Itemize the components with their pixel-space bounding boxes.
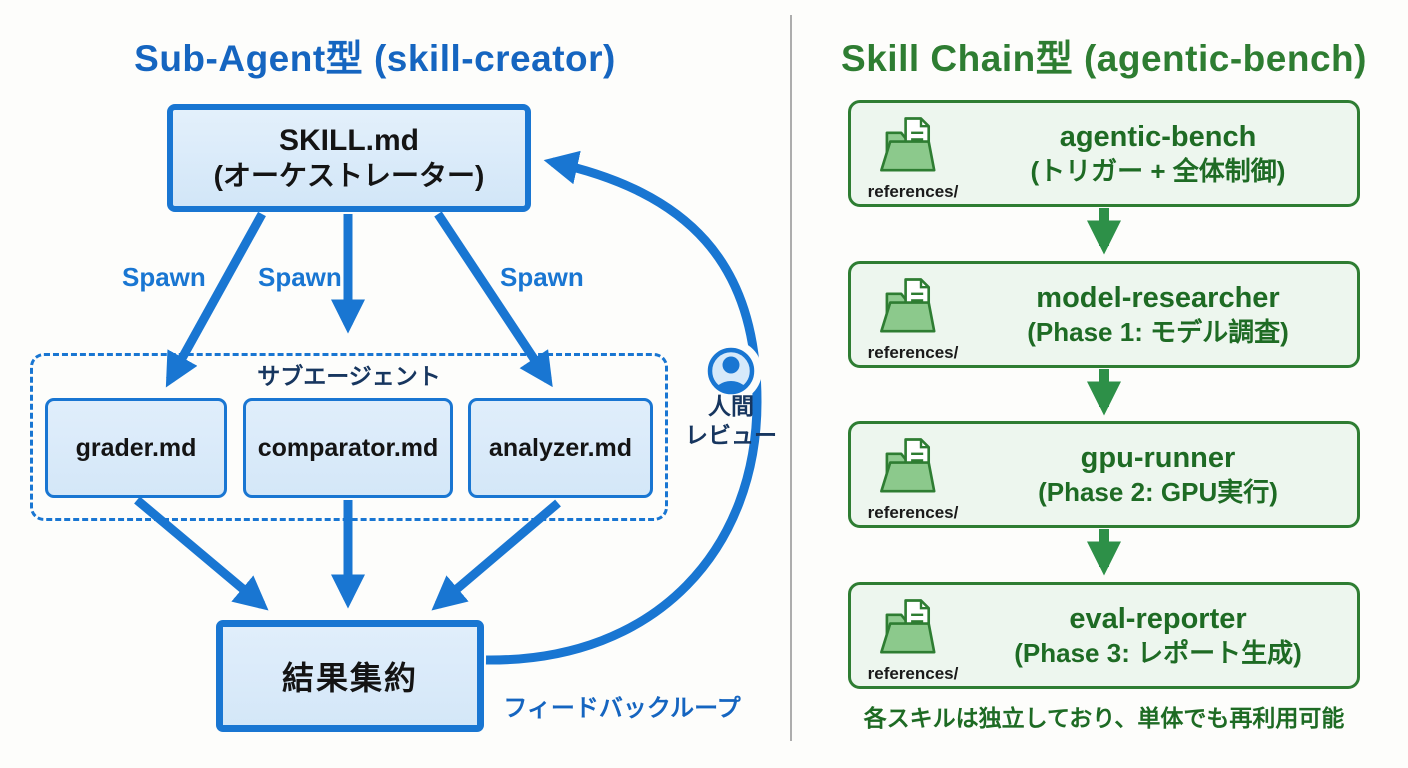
chain-name: model-researcher [1036,282,1280,315]
subagent-box-grader: grader.md [45,398,227,498]
chain-subtitle: (Phase 3: レポート生成) [1014,638,1302,669]
open-folder-document-icon [880,438,936,493]
aggregate-arrow-left [134,496,269,611]
spawn-arrow-right [434,211,553,388]
panel-divider [790,15,792,741]
feedback-loop-label: フィードバックループ [503,695,741,722]
result-aggregation-box: 結果集約 [216,620,484,732]
chain-subtitle: (Phase 1: モデル調査) [1027,317,1289,348]
folder-icon-wrap: references/ [863,430,963,525]
folder-label: references/ [867,503,959,522]
folder-label: references/ [867,182,959,201]
folder-icon-wrap: references/ [863,591,963,686]
open-folder-document-icon [880,278,936,333]
chain-box-eval-reporter: references/ eval-reporter (Phase 3: レポート… [848,582,1360,689]
spawn-arrow-left [165,211,266,388]
subagent-box-analyzer: analyzer.md [468,398,653,498]
chain-connectors [1086,208,1122,576]
subagent-group-frame [30,353,668,521]
orchestrator-box: SKILL.md (オーケストレーター) [167,104,531,212]
chain-subtitle: (トリガー + 全体制御) [1030,156,1286,187]
right-panel-title: Skill Chain型 (agentic-bench) [841,38,1367,79]
spawn-label-3: Spawn [500,262,584,292]
orchestrator-subtitle: (オーケストレーター) [213,160,485,192]
left-panel-title: Sub-Agent型 (skill-creator) [134,38,616,79]
chain-box-agentic-bench: references/ agentic-bench (トリガー + 全体制御) [848,100,1360,207]
chain-box-model-researcher: references/ model-researcher (Phase 1: モ… [848,261,1360,368]
open-folder-document-icon [880,599,936,654]
chain-name: eval-reporter [1069,603,1247,636]
chain-name: agentic-bench [1059,121,1257,154]
folder-label: references/ [867,343,959,362]
chain-footnote: 各スキルは独立しており、単体でも再利用可能 [863,705,1345,731]
person-circle-icon [707,347,755,395]
orchestrator-title: SKILL.md [279,124,419,158]
chain-box-gpu-runner: references/ gpu-runner (Phase 2: GPU実行) [848,421,1360,528]
open-folder-document-icon [880,117,936,172]
human-review-label-line2: レビュー [685,422,777,448]
feedback-loop-arrow [485,150,762,665]
chain-name: gpu-runner [1080,442,1236,475]
spawn-label-1: Spawn [122,262,206,292]
subagent-box-comparator: comparator.md [243,398,453,498]
human-review-label-line1: 人間 [708,393,754,419]
folder-label: references/ [867,664,959,683]
subagent-group-label: サブエージェント [257,363,441,389]
folder-icon-wrap: references/ [863,109,963,204]
folder-icon-wrap: references/ [863,270,963,365]
spawn-label-2: Spawn [258,262,342,292]
chain-subtitle: (Phase 2: GPU実行) [1038,477,1278,508]
